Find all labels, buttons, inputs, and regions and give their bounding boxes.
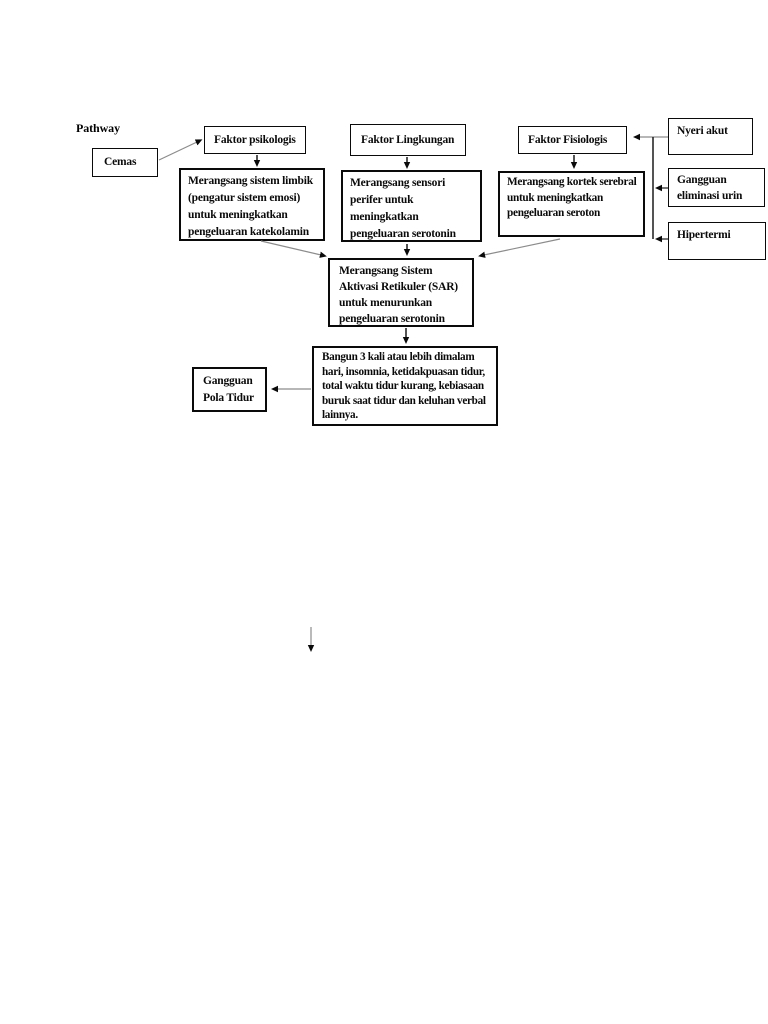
- pathway-title: Pathway: [76, 121, 120, 135]
- node-cemas: Cemas: [92, 148, 158, 177]
- node-merangsang-kortek: Merangsang kortek serebral untuk meningk…: [498, 171, 645, 237]
- arrow-limbik-to-sar: [260, 240, 327, 258]
- node-bangun-keluhan: Bangun 3 kali atau lebih dimalam hari, i…: [312, 346, 498, 426]
- node-faktor-lingkungan: Faktor Lingkungan: [350, 124, 466, 156]
- node-merangsang-sar: Merangsang Sistem Aktivasi Retikuler (SA…: [328, 258, 474, 327]
- node-gangguan-pola-tidur: Gangguan Pola Tidur: [192, 367, 267, 412]
- node-merangsang-sensori: Merangsang sensori perifer untuk meningk…: [341, 170, 482, 242]
- node-merangsang-limbik: Merangsang sistem limbik (pengatur siste…: [179, 168, 325, 241]
- node-faktor-fisiologis: Faktor Fisiologis: [518, 126, 627, 154]
- arrow-cemas-to-faktor-psikologis: [158, 139, 203, 161]
- node-gangguan-eliminasi-urin: Gangguan eliminasi urin: [668, 168, 765, 207]
- node-nyeri-akut: Nyeri akut: [668, 118, 753, 155]
- arrow-kortek-to-sar: [478, 238, 561, 258]
- node-hipertermi: Hipertermi: [668, 222, 766, 260]
- node-faktor-psikologis: Faktor psikologis: [204, 126, 306, 154]
